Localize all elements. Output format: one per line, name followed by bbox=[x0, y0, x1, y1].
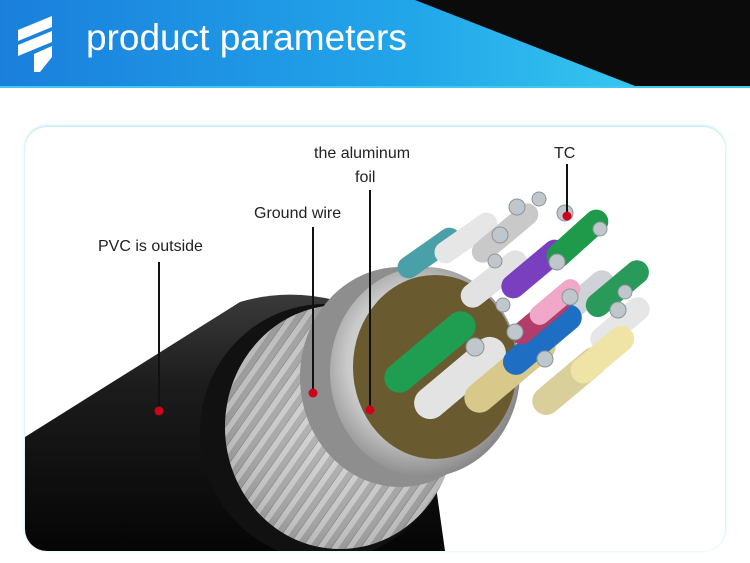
aluminum-foil-marker bbox=[365, 405, 375, 415]
label-aluminum-foil-line1: the aluminum bbox=[314, 145, 411, 162]
conductor-bundle bbox=[384, 203, 650, 420]
header-banner: product parameters bbox=[0, 0, 750, 88]
tc-marker bbox=[562, 211, 572, 221]
page-title: product parameters bbox=[86, 17, 407, 58]
label-ground-wire: Ground wire bbox=[254, 205, 342, 222]
label-aluminum-foil-line2: foil bbox=[355, 169, 376, 186]
cable-cross-section-image bbox=[25, 191, 650, 551]
pvc-marker bbox=[154, 406, 164, 416]
label-tc: TC bbox=[554, 145, 576, 162]
label-pvc-outside: PVC is outside bbox=[98, 238, 203, 255]
ground-wire-marker bbox=[308, 388, 318, 398]
header-background bbox=[0, 0, 750, 88]
cable-diagram-panel bbox=[25, 127, 725, 551]
callout-lines bbox=[154, 164, 572, 416]
